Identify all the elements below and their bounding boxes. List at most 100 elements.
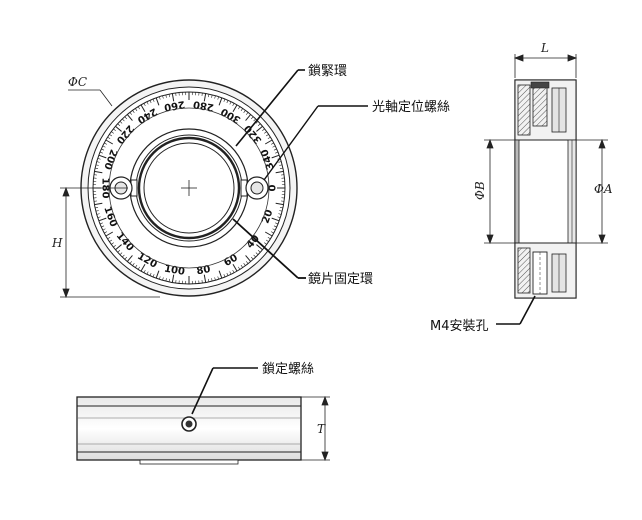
dimension-t bbox=[301, 395, 330, 462]
dial-tick bbox=[275, 222, 279, 225]
dial-tick bbox=[132, 110, 135, 113]
dial-tick bbox=[155, 270, 160, 279]
center-bore bbox=[514, 139, 577, 244]
dial-tick bbox=[246, 112, 249, 115]
dial-tick bbox=[243, 263, 246, 266]
dial-tick bbox=[278, 161, 282, 163]
dial-tick bbox=[232, 263, 238, 272]
dial-tick bbox=[264, 231, 273, 237]
dial-number: 20 bbox=[260, 208, 275, 225]
dimension-a bbox=[576, 138, 608, 245]
dial-tick bbox=[208, 278, 210, 282]
dial-tick bbox=[105, 231, 114, 237]
leader-lens-fix-ring bbox=[232, 218, 306, 279]
dial-tick bbox=[171, 93, 175, 102]
dial-tick bbox=[104, 142, 108, 145]
dial-tick bbox=[149, 100, 152, 104]
dial-tick bbox=[211, 278, 213, 282]
dial-tick bbox=[245, 114, 252, 121]
label-shaft-set-screw: 光軸定位螺絲 bbox=[372, 100, 450, 115]
dial-tick bbox=[251, 256, 254, 260]
dial-tick bbox=[246, 261, 249, 264]
dial-tick bbox=[162, 95, 164, 99]
housing-bottom-hatch bbox=[517, 247, 531, 294]
dial-tick bbox=[97, 216, 101, 218]
lens-fix-ring-inner bbox=[143, 142, 235, 234]
dial-tick bbox=[229, 271, 232, 275]
dial-tick bbox=[165, 278, 167, 282]
dial-tick bbox=[279, 164, 283, 166]
dial-tick bbox=[137, 266, 140, 270]
dial-tick bbox=[278, 213, 282, 215]
dial-tick bbox=[124, 116, 127, 120]
dial-tick bbox=[279, 167, 283, 169]
dimension-h bbox=[60, 186, 160, 299]
dimension-l-label: L bbox=[540, 41, 549, 55]
dial-tick bbox=[265, 239, 269, 242]
dial-tick bbox=[272, 145, 276, 148]
dial-tick bbox=[253, 254, 256, 258]
dial-tick bbox=[275, 202, 284, 206]
dial-tick bbox=[152, 98, 155, 102]
edge-foot bbox=[139, 459, 239, 465]
dial-tick bbox=[101, 225, 105, 228]
dial-tick bbox=[165, 94, 167, 98]
dial-tick bbox=[115, 125, 122, 132]
dial-tick bbox=[129, 112, 132, 115]
dial-tick bbox=[129, 261, 132, 264]
dial-tick bbox=[271, 217, 280, 222]
dial-tick bbox=[95, 207, 99, 209]
dial-tick bbox=[232, 269, 235, 273]
dial-tick bbox=[115, 244, 122, 251]
dial-tick bbox=[245, 255, 252, 262]
dial-tick bbox=[101, 148, 105, 151]
dial-tick bbox=[111, 242, 114, 245]
dimension-c bbox=[68, 89, 113, 107]
dimension-b bbox=[484, 138, 515, 245]
dimension-a-label: ΦA bbox=[594, 182, 613, 196]
screw-head-icon bbox=[181, 416, 197, 432]
dial-tick bbox=[203, 93, 207, 102]
dial-number: 0 bbox=[268, 184, 279, 191]
dial-tick bbox=[102, 145, 106, 148]
leader-lock-ring bbox=[235, 69, 305, 147]
dial-tick bbox=[94, 170, 103, 174]
section-view: L ΦB bbox=[430, 41, 613, 334]
dial-tick bbox=[107, 136, 111, 139]
dimension-l bbox=[513, 54, 578, 78]
label-m4-holes: M4安裝孔 bbox=[430, 319, 489, 334]
dial-tick bbox=[117, 123, 121, 126]
dial-tick bbox=[273, 225, 277, 228]
dial-tick bbox=[119, 121, 123, 124]
dial-tick bbox=[275, 170, 284, 174]
dial-tick bbox=[122, 254, 125, 258]
dial-tick bbox=[152, 274, 155, 278]
dial-tick bbox=[217, 276, 219, 280]
dial-tick bbox=[229, 101, 232, 105]
dial-tick bbox=[262, 128, 265, 131]
dial-tick bbox=[255, 252, 259, 255]
dial-tick bbox=[218, 97, 223, 106]
dial-tick bbox=[135, 108, 138, 112]
dial-tick bbox=[211, 94, 213, 98]
dial-tick bbox=[146, 271, 149, 275]
dial-tick bbox=[99, 151, 103, 154]
dial-tick bbox=[238, 266, 241, 270]
dial-tick bbox=[279, 210, 283, 212]
dial-tick bbox=[203, 274, 207, 283]
dial-tick bbox=[162, 277, 164, 281]
dial-tick bbox=[217, 96, 219, 100]
dial-tick bbox=[104, 231, 108, 234]
dial-tick bbox=[223, 98, 226, 102]
dial-tick bbox=[232, 103, 235, 107]
dial-tick bbox=[208, 94, 210, 98]
housing-top-hatch bbox=[517, 84, 531, 136]
dial-tick bbox=[171, 274, 175, 283]
dial-tick bbox=[232, 104, 238, 113]
dial-tick bbox=[95, 167, 99, 169]
bore-ring-left bbox=[514, 139, 520, 244]
dial-tick bbox=[257, 123, 261, 126]
dial-tick bbox=[137, 106, 140, 110]
